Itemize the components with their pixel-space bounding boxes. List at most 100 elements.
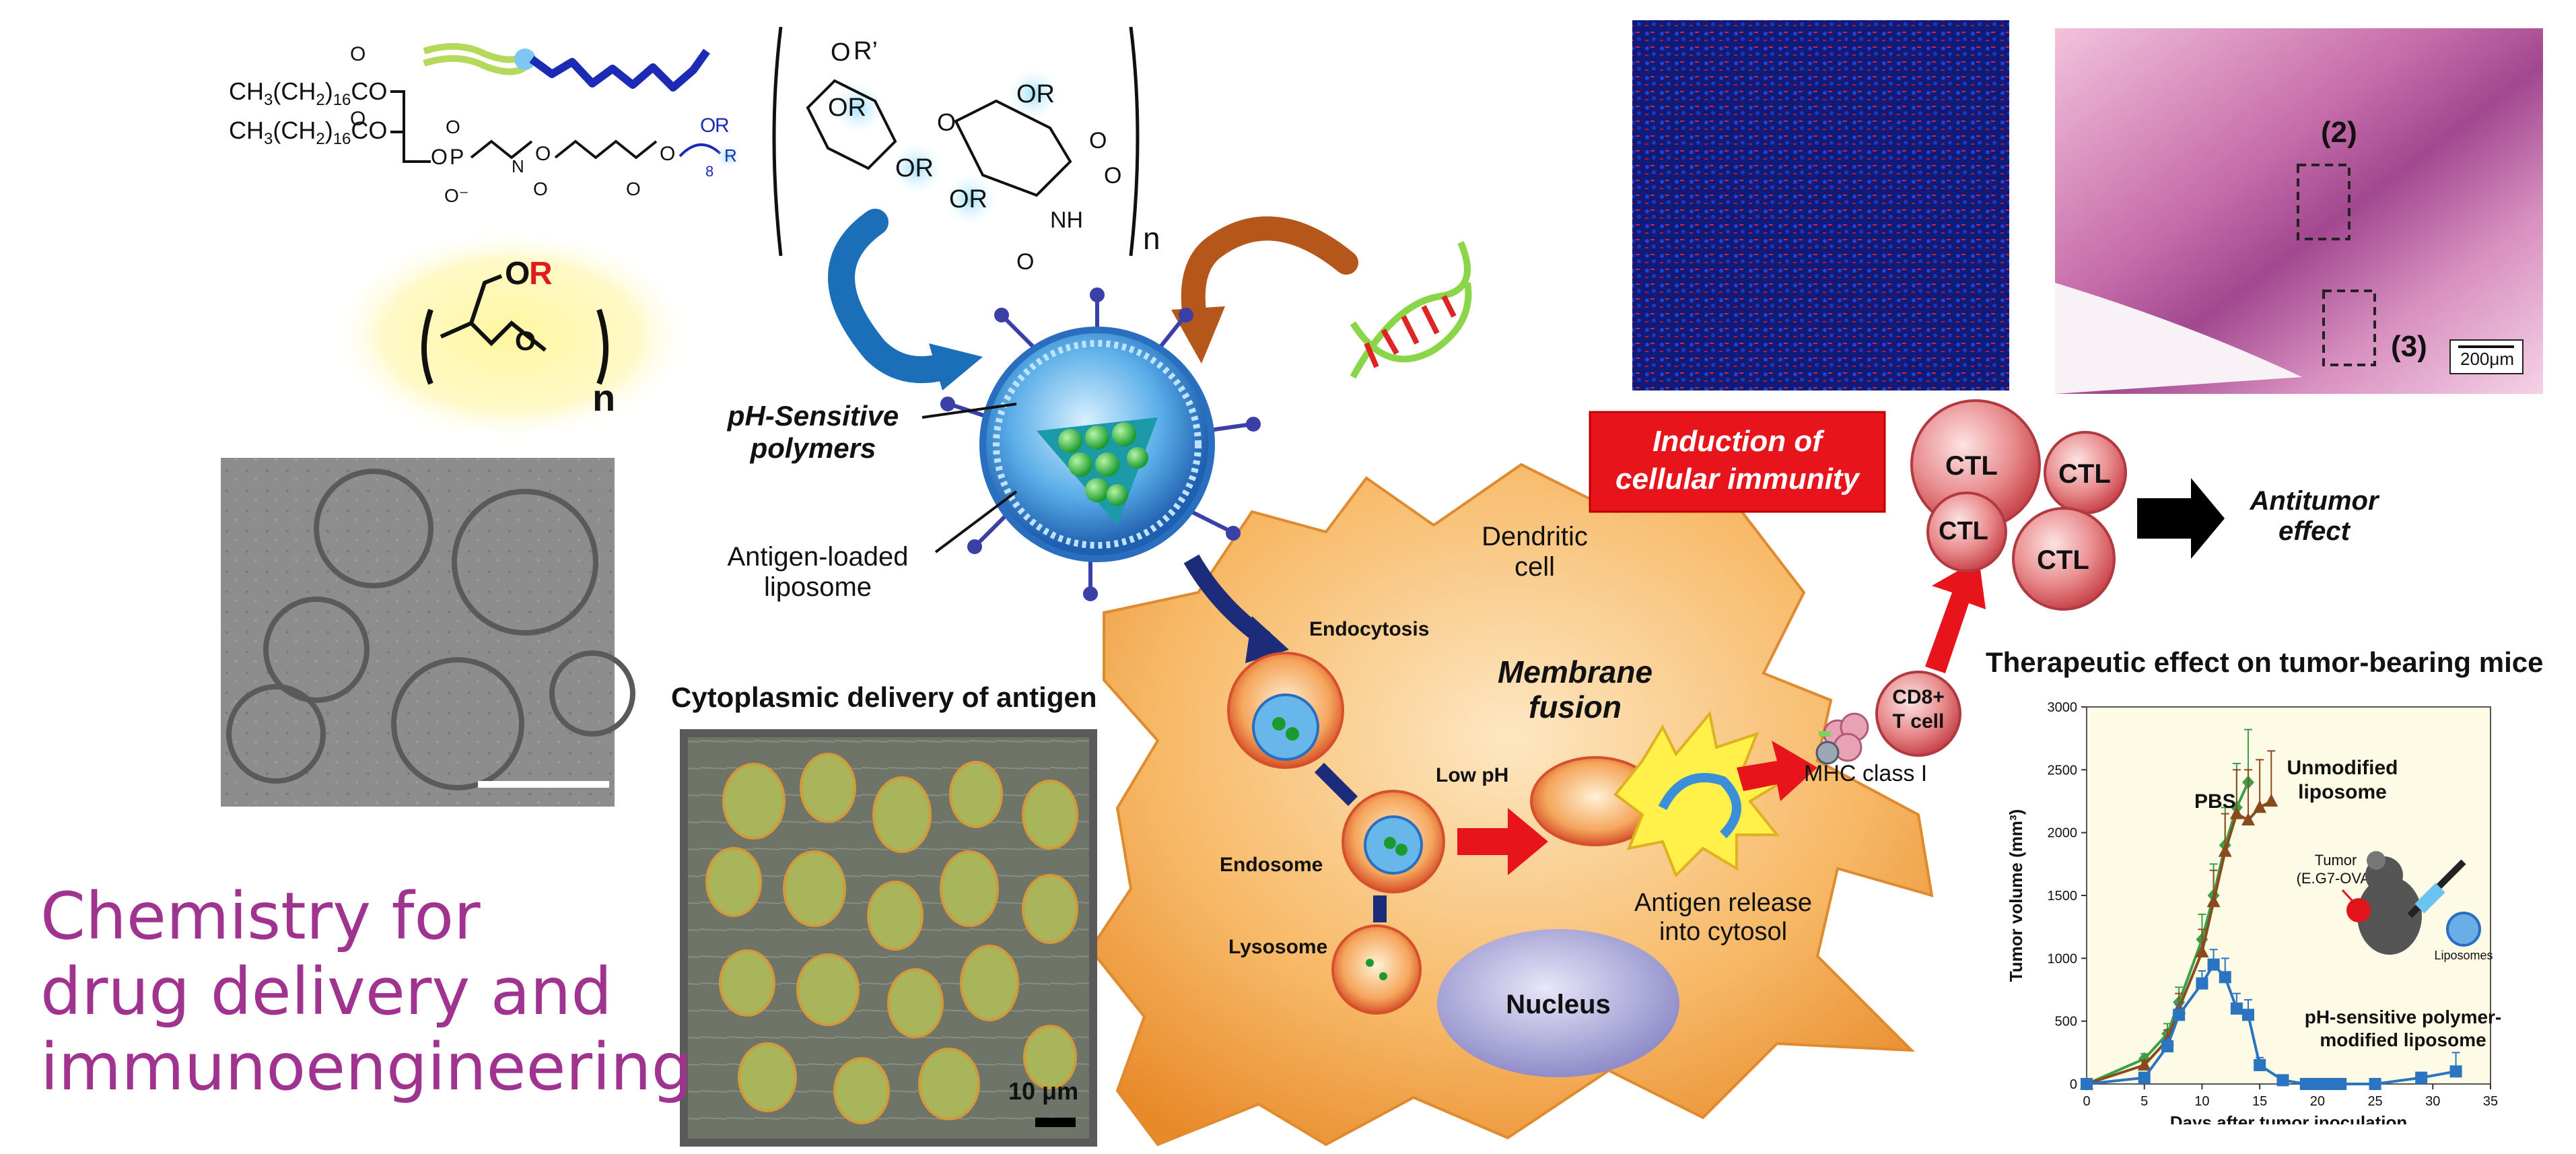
svg-text:O: O [515,327,536,356]
svg-text:O: O [937,108,956,136]
induction-banner [1589,411,1886,513]
headline: Chemistry for drug delivery and immunoen… [40,879,693,1105]
chart-title: Therapeutic effect on tumor-bearing mice [1986,646,2544,678]
histology-scale-label: 200μm [2460,349,2515,369]
data-point [2230,1003,2243,1015]
data-point [2138,1071,2151,1084]
x-tick-label: 30 [2425,1094,2440,1109]
tem-scale-bar [478,781,609,788]
ctl-arrow [1925,559,1986,673]
low-ph-arrow [1457,808,1548,875]
svg-text:O: O [446,116,460,137]
r-prime-label: R’ [854,37,878,65]
low-ph-label: Low pH [1436,764,1509,786]
ph-polymer-pointer [921,403,1017,419]
headline-line-3: immunoengineering [40,1029,693,1105]
ctl-label-3: CTL [1939,517,1988,545]
mhc-complex-icon [1815,712,1869,765]
svg-text:P: P [450,145,464,169]
data-point [2299,1078,2312,1090]
dna-icon [1350,241,1472,379]
microscopy-scale-label: 10 μm [1008,1077,1079,1105]
tumor-pointer [2341,889,2360,909]
svg-text:O: O [1089,128,1107,154]
histology-box-2 [2297,164,2351,240]
data-point [2449,1065,2462,1078]
ctl-cell-4 [2012,507,2116,611]
svg-text:OR: OR [895,154,934,182]
data-point [2253,800,2267,813]
svg-text:O: O [626,178,641,199]
endosome-vesicle [1342,790,1445,893]
endocytosis-label: Endocytosis [1309,618,1430,640]
liposome-pointer [934,490,1018,553]
data-point [2311,1078,2324,1090]
svg-text:CH3(CH2)16CO: CH3(CH2)16CO [229,77,387,109]
data-point [2323,1078,2335,1090]
antitumor-arrow [2137,478,2225,559]
brown-curved-arrow [1181,216,1358,329]
endosome-label: Endosome [1220,854,1323,876]
subscript-8: 8 [705,163,713,180]
microscopy-scale-bar [1035,1118,1076,1127]
x-tick-label: 20 [2310,1094,2325,1109]
annotation-modified-2: modified liposome [2320,1029,2486,1050]
cd8-label: CD8+T cell [1892,686,1945,733]
polyglycidol-structure: O R O n [330,228,693,443]
data-point [2241,813,2255,825]
y-tick-label: 500 [2055,1015,2077,1029]
data-point [2415,1071,2428,1084]
endocytosis-arrow [1314,762,1358,807]
svg-text:O: O [350,108,365,130]
lipid-r-label: R [715,114,730,137]
annotation-liposomes: Liposomes [2434,949,2493,962]
microscopy-cells [705,753,1078,1124]
svg-text:OR: OR [1016,80,1055,108]
data-point [2161,1040,2173,1052]
data-point [2081,1078,2093,1090]
headline-line-1: Chemistry for [40,879,481,954]
data-point [2207,958,2220,971]
y-tick-label: 1000 [2048,951,2078,966]
mouse-ear-icon [2367,851,2386,870]
svg-text:R: R [724,145,737,166]
cd8-t-cell [1875,671,1961,757]
lysosome-label: Lysosome [1228,936,1328,958]
svg-text:O⁻: O⁻ [444,185,469,206]
annotation-unmodified-2: liposome [2298,781,2387,803]
x-axis-label: Days after tumor inoculation [2170,1112,2408,1124]
x-tick-label: 25 [2367,1094,2382,1109]
svg-text:O: O [660,143,675,165]
dendritic-cell [1088,463,1934,1147]
svg-text:O: O [535,143,551,165]
data-point [2242,1009,2254,1021]
svg-text:CH3(CH2)16CO: CH3(CH2)16CO [229,116,387,148]
data-point [2264,794,2278,807]
tumor-icon [2346,898,2371,922]
annotation-unmodified-1: Unmodified [2287,757,2398,779]
svg-text:O: O [700,114,716,137]
x-tick-label: 15 [2252,1094,2267,1109]
annotation-modified-1: pH-sensitive polymer- [2305,1007,2502,1027]
polymer-n-label: n [592,376,615,419]
data-point [2229,806,2243,819]
data-point [2195,945,2209,957]
svg-text:NH: NH [1050,207,1083,233]
svg-text:N: N [512,156,524,176]
data-point [2218,844,2232,857]
data-point [2254,1059,2266,1071]
mhc-label: MHC class I [1804,761,1928,786]
svg-text:n: n [1143,221,1160,256]
nucleus-shape [1437,929,1679,1077]
data-point [2276,1074,2289,1087]
confocal-image [1632,20,2009,391]
svg-text:O: O [1016,249,1034,275]
blue-arrowhead [929,343,983,391]
